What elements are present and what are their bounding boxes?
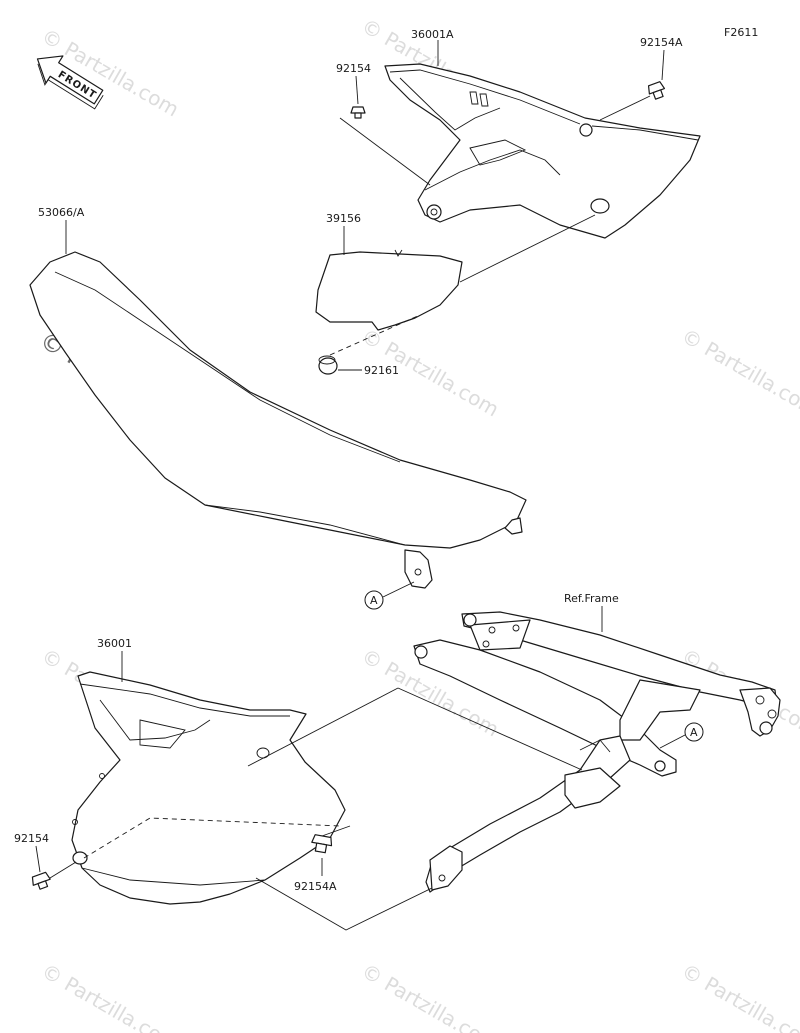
callout-53066a: 53066/A: [38, 206, 85, 219]
reference-marker-a: [364, 590, 384, 610]
callout-92154-top: 92154: [336, 62, 371, 75]
watermark: © Partzilla.com: [678, 959, 800, 1033]
reference-marker-a: [684, 722, 704, 742]
assembly-dashed-line: [329, 314, 421, 356]
bolt-icon: [350, 106, 366, 119]
callout-92161: 92161: [364, 364, 399, 377]
assembly-line: [255, 877, 433, 931]
callout-92154-bottom: 92154: [14, 832, 49, 845]
callout-92154a-top: 92154A: [640, 36, 683, 49]
assembly-line: [321, 825, 351, 837]
leader-line: [339, 117, 431, 186]
callout-92154a-bottom: 92154A: [294, 880, 337, 893]
marker-a-seat: A: [370, 594, 378, 607]
assembly-line: [397, 687, 583, 771]
leader-line: [355, 75, 359, 105]
callout-36001: 36001: [97, 637, 132, 650]
bolt-icon: [647, 81, 666, 100]
figure-code: F2611: [724, 26, 758, 39]
watermark: © Partzilla.com: [678, 324, 800, 422]
watermark: © Partzilla.com: [38, 959, 184, 1033]
leader-line: [661, 49, 665, 81]
marker-a-frame: A: [690, 726, 698, 739]
leader-line: [382, 581, 415, 598]
callout-ref-frame: Ref.Frame: [564, 592, 619, 605]
watermark: © Partzilla.com: [358, 959, 504, 1033]
side-cover-right: [384, 63, 701, 239]
rear-frame: [413, 611, 781, 893]
grommet-part: [318, 355, 338, 375]
pad-part: [315, 249, 463, 331]
callout-39156: 39156: [326, 212, 361, 225]
callout-36001a: 36001A: [411, 28, 454, 41]
side-cover-left: [71, 671, 346, 905]
leader-line: [35, 845, 41, 873]
bolt-icon: [311, 834, 333, 854]
leader-line: [49, 861, 77, 879]
leader-line: [459, 214, 596, 283]
leader-line: [599, 95, 651, 121]
assembly-line: [247, 687, 399, 767]
leader-line: [659, 734, 686, 749]
seat-part: [29, 251, 527, 589]
bolt-icon: [31, 871, 51, 890]
